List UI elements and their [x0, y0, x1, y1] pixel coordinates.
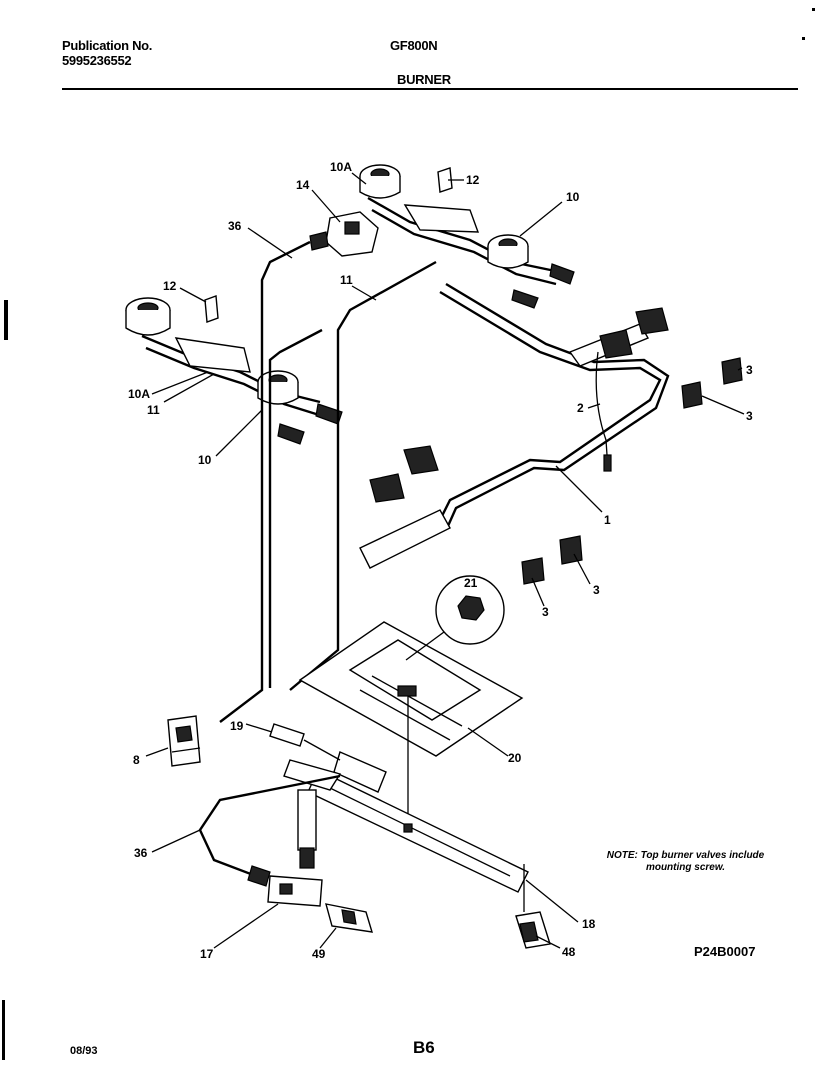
footer-date: 08/93 [70, 1045, 98, 1057]
gas-tubes [219, 240, 437, 723]
footer-page: B6 [413, 1038, 435, 1057]
nut-21-callout [405, 575, 505, 661]
oven-burner-baffle [298, 621, 524, 830]
callout-17: 17 [200, 947, 214, 961]
callout-10A-left: 10A [128, 387, 150, 401]
model-number: GF800N [390, 38, 438, 53]
callout-10A-top: 10A [330, 160, 352, 174]
callout-12-top: 12 [466, 173, 480, 187]
callout-14: 14 [296, 178, 310, 192]
callout-1: 1 [604, 513, 611, 527]
callout-36-top: 36 [228, 219, 242, 233]
callout-3-b: 3 [746, 409, 753, 423]
scan-speck [4, 300, 8, 340]
callout-20: 20 [508, 751, 522, 765]
left-burner-assembly [125, 295, 343, 445]
scan-speck [2, 1000, 5, 1060]
callout-8: 8 [133, 753, 140, 767]
callout-19: 19 [230, 719, 244, 733]
top-right-burner-assembly [359, 164, 575, 309]
callout-11-left: 11 [147, 403, 160, 417]
manifold-assembly [359, 282, 743, 585]
callout-12-left: 12 [163, 279, 177, 293]
scan-speck [802, 37, 805, 40]
switch-8 [167, 715, 201, 767]
diagram-code: P24B0007 [694, 944, 756, 959]
pilot-valve-14 [309, 211, 379, 257]
callout-2: 2 [577, 401, 584, 415]
oven-burner-tube-18 [283, 751, 529, 893]
leader-lines [145, 172, 745, 949]
callout-10-top: 10 [566, 190, 580, 204]
section-title: BURNER [397, 72, 451, 87]
publication-label: Publication No. [62, 38, 153, 53]
header-rule [62, 88, 798, 90]
callout-11-top: 11 [340, 273, 353, 287]
callout-3-d: 3 [542, 605, 549, 619]
callout-3-a: 3 [746, 363, 753, 377]
callout-36-bottom: 36 [134, 846, 148, 860]
callout-3-c: 3 [593, 583, 600, 597]
callout-18: 18 [582, 917, 596, 931]
scan-speck [812, 8, 815, 11]
ignitor-19 [269, 723, 341, 761]
bracket-49 [325, 903, 373, 933]
publication-number: 5995236552 [62, 53, 132, 68]
callout-21: 21 [464, 576, 478, 590]
callout-10-left: 10 [198, 453, 212, 467]
mounting-note: NOTE: Top burner valves include mounting… [606, 850, 765, 873]
callout-49: 49 [312, 947, 326, 961]
callout-48: 48 [562, 945, 576, 959]
